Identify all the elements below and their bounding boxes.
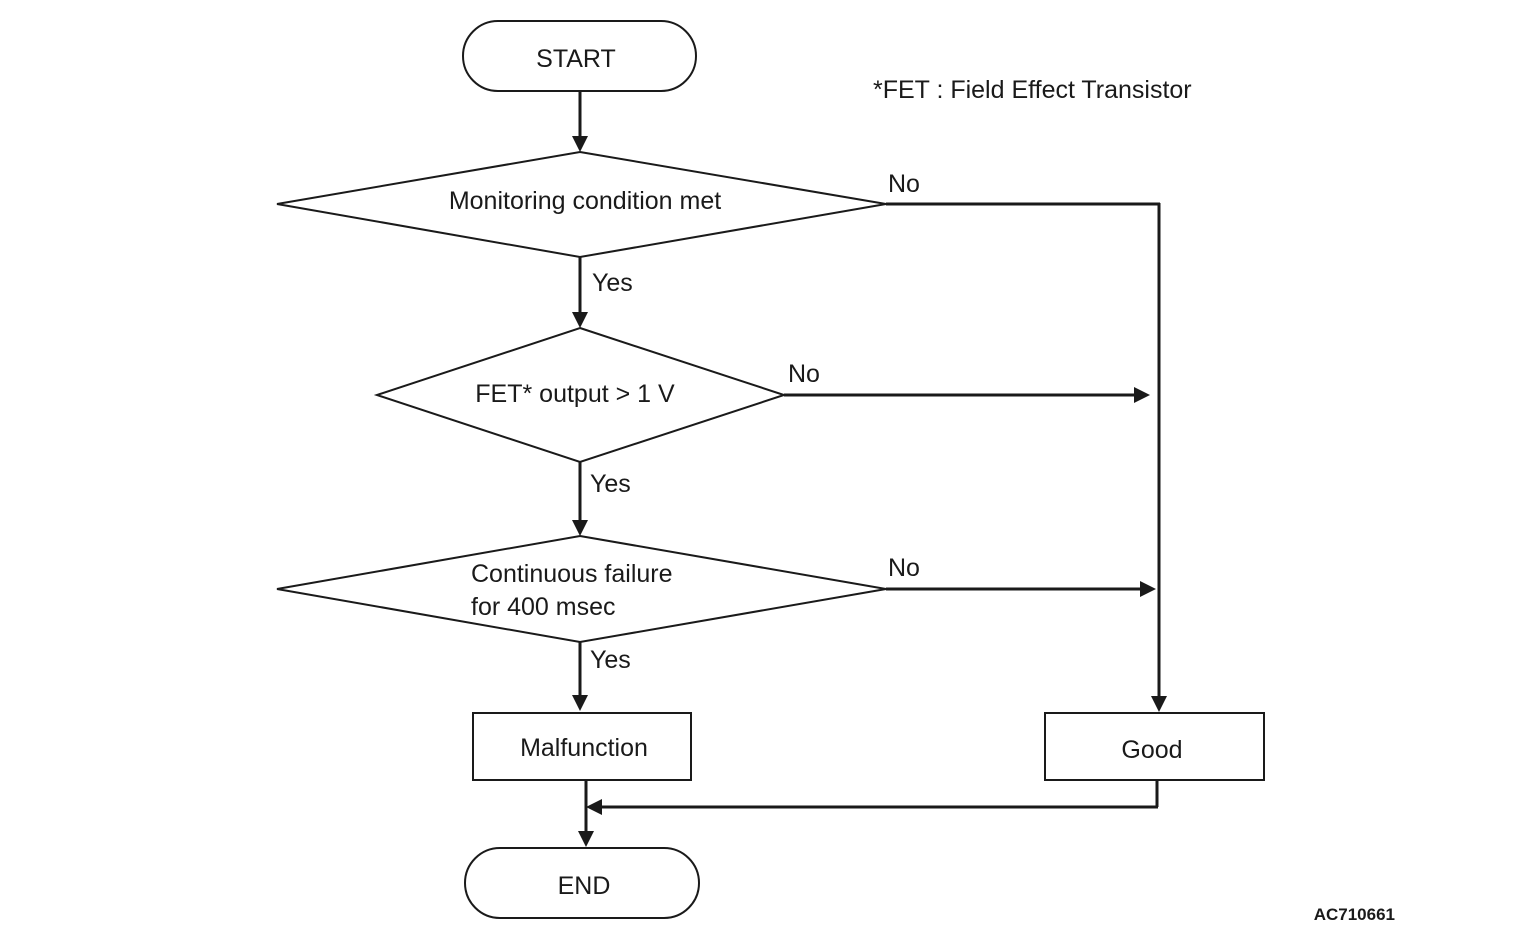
start-label: START	[536, 45, 616, 73]
end-terminal	[464, 847, 700, 919]
edge-label-d1-no: No	[888, 170, 920, 198]
decision-monitoring-condition-label: Monitoring condition met	[449, 187, 721, 215]
arrowhead-d3-yes	[572, 695, 588, 711]
decision-continuous-failure-label-line2: for 400 msec	[471, 593, 616, 621]
malfunction-box	[472, 712, 692, 781]
arrowhead-to-good	[1151, 696, 1167, 712]
edge-label-d2-no: No	[788, 360, 820, 388]
arrowhead-d2-no	[1134, 387, 1150, 403]
decision-continuous-failure-label-line1: Continuous failure	[471, 560, 673, 588]
arrowhead-d1-yes	[572, 312, 588, 328]
good-box	[1044, 712, 1265, 781]
figure-code: AC710661	[1314, 905, 1395, 924]
arrowhead-good-merge	[586, 799, 602, 815]
arrowhead-start-d1	[572, 136, 588, 152]
end-label: END	[558, 872, 611, 900]
decision-continuous-failure	[276, 534, 887, 644]
footnote: *FET : Field Effect Transistor	[873, 76, 1192, 104]
edge-label-d1-yes: Yes	[592, 269, 633, 297]
edge-label-d3-yes: Yes	[590, 646, 631, 674]
edge-label-d2-yes: Yes	[590, 470, 631, 498]
edge-label-d3-no: No	[888, 554, 920, 582]
malfunction-label: Malfunction	[520, 734, 648, 762]
decision-fet-output-label: FET* output > 1 V	[475, 380, 675, 408]
arrowhead-d3-no	[1140, 581, 1156, 597]
arrowhead-to-end	[578, 831, 594, 847]
good-label: Good	[1121, 736, 1182, 764]
arrowhead-d2-yes	[572, 520, 588, 536]
